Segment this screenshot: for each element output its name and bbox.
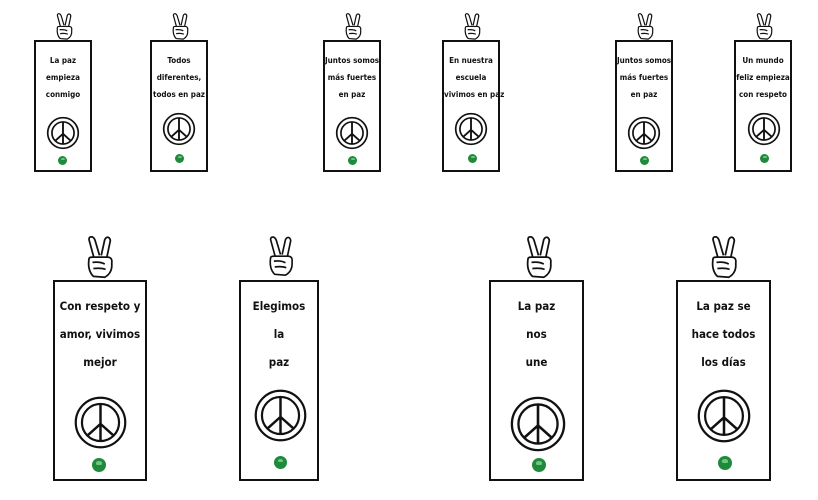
green-dot-icon	[760, 154, 769, 163]
bookmark-text: Elegimos la paz	[241, 292, 317, 376]
green-dot-icon	[718, 456, 732, 470]
peace-symbol-icon	[162, 112, 196, 146]
text-line: paz	[268, 355, 290, 369]
peace-symbol-icon	[254, 389, 307, 442]
peace-hand-icon	[56, 13, 73, 40]
text-line: Todos	[167, 56, 191, 65]
text-line: todos en paz	[153, 90, 205, 99]
text-line: Elegimos	[252, 299, 306, 313]
peace-symbol-icon	[627, 116, 661, 150]
text-line: vivimos en paz	[444, 90, 505, 99]
green-dot-icon	[348, 156, 357, 165]
text-line: en paz	[630, 90, 658, 99]
text-line: los días	[701, 355, 746, 369]
peace-symbol-icon	[74, 396, 127, 449]
text-line: La paz se	[696, 299, 751, 313]
peace-symbol-icon	[747, 112, 781, 146]
peace-hand-icon	[711, 235, 737, 279]
text-line: escuela	[455, 73, 487, 82]
bookmark-text: Un mundo feliz empieza con respeto	[736, 52, 790, 103]
bookmark-text: Con respeto y amor, vivimos mejor	[55, 292, 145, 376]
green-dot-icon	[532, 458, 546, 472]
bookmark-text: La paz empieza conmigo	[36, 52, 90, 103]
green-dot-icon	[175, 154, 184, 163]
text-line: mejor	[83, 355, 117, 369]
text-line: con respeto	[739, 90, 787, 99]
bookmark-text: En nuestra escuela vivimos en paz	[444, 52, 505, 103]
text-line: feliz empieza	[736, 73, 790, 82]
peace-hand-icon	[464, 13, 481, 40]
bookmark-small: Un mundo feliz empieza con respeto	[734, 40, 792, 172]
text-line: conmigo	[45, 90, 81, 99]
bookmark-text: Todos diferentes, todos en paz	[152, 52, 206, 103]
bookmark-large: Con respeto y amor, vivimos mejor	[53, 280, 147, 481]
green-dot-icon	[274, 456, 287, 469]
text-line: más fuertes	[619, 73, 669, 82]
text-line: Con respeto y	[59, 299, 141, 313]
text-line: Juntos somos	[617, 56, 672, 65]
bookmark-text: Juntos somos más fuertes en paz	[617, 52, 671, 103]
bookmark-text: La paz nos une	[491, 292, 582, 376]
peace-hand-icon	[87, 235, 113, 279]
peace-hand-icon	[269, 236, 293, 276]
bookmark-small: La paz empieza conmigo	[34, 40, 92, 172]
bookmark-small: Juntos somos más fuertes en paz	[615, 40, 673, 172]
text-line: En nuestra	[449, 56, 493, 65]
bookmark-text: La paz se hace todos los días	[678, 292, 769, 376]
text-line: La paz	[517, 299, 556, 313]
green-dot-icon	[92, 458, 106, 472]
peace-hand-icon	[345, 13, 362, 40]
green-dot-icon	[468, 154, 477, 163]
peace-symbol-icon	[697, 389, 751, 443]
peace-symbol-icon	[510, 396, 566, 452]
text-line: La paz	[49, 56, 77, 65]
text-line: amor, vivimos	[59, 327, 141, 341]
green-dot-icon	[58, 156, 67, 165]
peace-hand-icon	[172, 13, 189, 40]
text-line: la	[273, 327, 285, 341]
green-dot-icon	[640, 156, 649, 165]
peace-hand-icon	[526, 235, 552, 279]
text-line: empieza	[46, 73, 80, 82]
text-line: diferentes,	[156, 73, 202, 82]
bookmark-small: En nuestra escuela vivimos en paz	[442, 40, 505, 172]
peace-symbol-icon	[454, 112, 488, 146]
bookmark-text: Juntos somos más fuertes en paz	[325, 52, 379, 103]
text-line: más fuertes	[327, 73, 377, 82]
bookmark-large: La paz nos une	[489, 280, 584, 481]
bookmark-small: Todos diferentes, todos en paz	[150, 40, 208, 172]
bookmark-small: Juntos somos más fuertes en paz	[323, 40, 381, 172]
peace-symbol-icon	[46, 116, 80, 150]
bookmark-large: La paz se hace todos los días	[676, 280, 771, 481]
text-line: en paz	[338, 90, 366, 99]
text-line: une	[525, 355, 548, 369]
bookmark-large: Elegimos la paz	[239, 280, 319, 481]
text-line: nos	[526, 327, 547, 341]
peace-hand-icon	[756, 13, 773, 40]
text-line: hace todos	[691, 327, 756, 341]
text-line: Juntos somos	[325, 56, 380, 65]
text-line: Un mundo	[742, 56, 784, 65]
peace-hand-icon	[637, 13, 654, 40]
peace-symbol-icon	[335, 116, 369, 150]
